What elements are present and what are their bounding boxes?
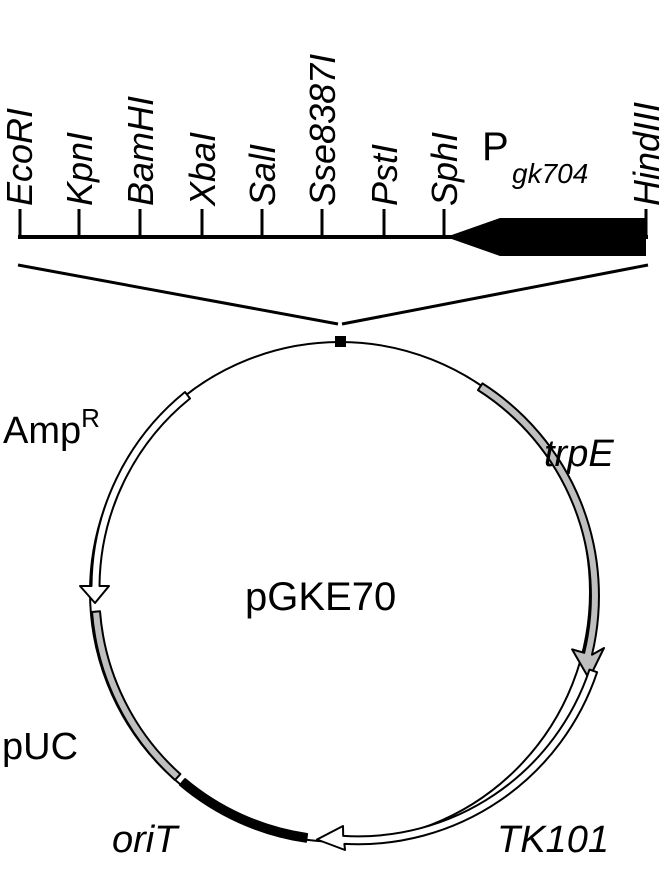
site-label-hindiii: HindIII xyxy=(626,102,666,206)
site-label-ecori: EcoRI xyxy=(0,108,40,206)
promoter-label-main: P xyxy=(482,125,509,169)
site-label-sali: SalI xyxy=(242,144,283,206)
site-label-xbai: XbaI xyxy=(182,132,223,207)
promoter-label: P gk704 xyxy=(482,125,588,189)
feature-arrow-ampr xyxy=(79,391,191,604)
feature-label-trpe: trpE xyxy=(544,433,614,475)
site-label-kpni: KpnI xyxy=(59,132,100,206)
plasmid-features xyxy=(79,382,605,851)
promoter-arrow xyxy=(446,218,646,256)
site-label-sphi: SphI xyxy=(424,132,465,206)
feature-arrow-trpe xyxy=(477,382,605,680)
feature-band-puc xyxy=(91,610,182,781)
feature-label-ampr: AmpR xyxy=(3,403,100,452)
funnel-left-line xyxy=(17,263,339,326)
feature-label-orit: oriT xyxy=(112,819,180,861)
site-label-psti: PstI xyxy=(364,144,405,206)
promoter-label-subscript: gk704 xyxy=(512,158,588,189)
restriction-site-labels: EcoRI KpnI BamHI XbaI SalI Sse8387I PstI… xyxy=(0,54,666,207)
feature-arrow-tk101 xyxy=(316,668,599,851)
mcs-region xyxy=(18,209,648,256)
feature-label-ampr-superscript: R xyxy=(81,403,100,433)
site-label-sse8387i: Sse8387I xyxy=(302,54,343,206)
feature-labels: AmpR trpE pGKE70 pUC oriT TK101 xyxy=(2,403,614,861)
feature-label-puc: pUC xyxy=(2,726,78,768)
feature-band-orit xyxy=(179,778,309,843)
plasmid-name: pGKE70 xyxy=(245,575,396,619)
zoom-funnel xyxy=(17,263,649,326)
feature-label-ampr-main: Amp xyxy=(3,410,81,452)
insertion-site-marker xyxy=(335,336,346,347)
feature-label-tk101: TK101 xyxy=(497,819,609,861)
funnel-right-line xyxy=(341,263,649,326)
site-label-bamhi: BamHI xyxy=(120,96,161,206)
